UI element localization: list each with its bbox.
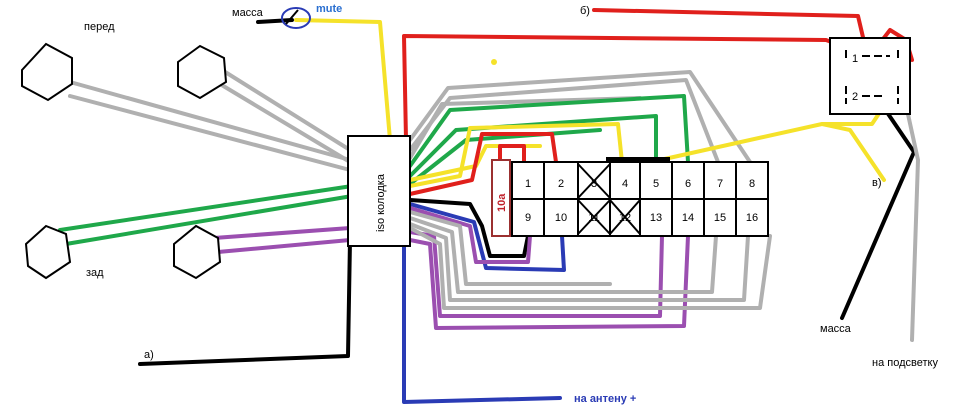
- fuse: [491, 159, 511, 237]
- connector-pin-7: 7: [717, 178, 723, 190]
- yellow-dot: [491, 59, 497, 65]
- label-a: а): [144, 349, 154, 361]
- wire-green-1: [408, 94, 690, 168]
- connector-pin-5: 5: [653, 178, 659, 190]
- connector-pin-11: 11: [588, 212, 599, 224]
- wire-gray-backlight: [902, 94, 920, 342]
- label-b: б): [580, 5, 590, 17]
- connector-pin-15: 15: [714, 212, 726, 224]
- wire-gray-bottom-3: [408, 222, 750, 302]
- cross-pin-3: [577, 163, 611, 199]
- mute-circle: [281, 7, 311, 29]
- mute-switch: [281, 7, 311, 29]
- wire-black-iso: [408, 198, 530, 258]
- connector-pin-14: 14: [682, 212, 694, 224]
- wire-yellow-mute: [294, 18, 392, 142]
- relay: 1 2: [829, 37, 911, 115]
- wire-black-ground-top: [256, 18, 294, 24]
- wire-gray-top-3: [408, 96, 642, 160]
- iso-block: [347, 135, 411, 247]
- wire-front-left-gray-1: [68, 80, 352, 162]
- label-front: перед: [84, 21, 115, 33]
- speaker-rear-right: [173, 224, 222, 280]
- wire-rear-right-purple-2: [216, 238, 352, 254]
- relay-body: [829, 37, 911, 115]
- connector-pin-13: 13: [650, 212, 662, 224]
- label-rear: зад: [86, 267, 104, 279]
- connector-pin-6: 6: [685, 178, 691, 190]
- cross-pin-12: [609, 199, 641, 235]
- relay-contacts: [845, 50, 899, 104]
- connector-pin-8: 8: [749, 178, 755, 190]
- label-ground-top: масса: [232, 7, 264, 19]
- connector-pin-3: 3: [591, 178, 597, 190]
- connector-pin-2: 2: [558, 178, 564, 190]
- label-antenna: на антену +: [574, 393, 636, 405]
- relay-pin-2: 2: [852, 91, 858, 103]
- iso-to-connector-wires: [408, 70, 772, 330]
- wire-purple-3: [408, 234, 690, 330]
- wire-blue-1: [408, 202, 566, 272]
- relay-pin-1: 1: [852, 53, 858, 65]
- fuse-label: 10а: [496, 193, 508, 212]
- connector-pin-16: 16: [746, 212, 758, 224]
- wire-yellow-relay: [658, 110, 886, 182]
- wire-purple-1: [408, 206, 532, 264]
- wire-black-relay-ground: [840, 94, 916, 320]
- connector-dividers: [543, 162, 737, 236]
- connector-pin-10: 10: [555, 212, 567, 224]
- iso-block-label: iso колодка: [375, 173, 387, 232]
- pin-labels-top: 1 2 3 4 5 6 7 8: [525, 178, 755, 190]
- wire-front-left-gray-2: [68, 94, 352, 172]
- label-backlight: на подсветку: [872, 357, 938, 369]
- connector-key: [606, 157, 670, 163]
- wire-rear-left-green-2: [64, 194, 354, 246]
- cross-pin-11: [577, 199, 611, 235]
- wire-yellow-iso-1: [408, 122, 624, 188]
- wire-front-right-gray-1: [220, 68, 352, 152]
- wire-green-2: [408, 114, 658, 178]
- label-v: в): [872, 177, 882, 189]
- pin-labels-bottom: 9 10 11 12 13 14 15 16: [525, 212, 758, 224]
- wire-red-iso: [408, 132, 558, 196]
- speaker-front-right: [177, 44, 228, 100]
- wire-rear-left-green-1: [58, 184, 354, 232]
- wire-blue-antenna: [402, 242, 562, 404]
- connector-pin-12: 12: [619, 212, 631, 224]
- speaker-rear-left: [24, 224, 72, 280]
- connector-pin-9: 9: [525, 212, 531, 224]
- mute-switch-blade: [285, 9, 299, 25]
- speaker-front-left: [21, 42, 73, 102]
- connector-pin-1: 1: [525, 178, 531, 190]
- speaker-wires: [58, 68, 354, 254]
- label-ground-right: масса: [820, 323, 852, 335]
- wire-gray-bottom-4: [408, 226, 772, 310]
- wire-black-a: [138, 238, 352, 366]
- wire-front-right-gray-2: [218, 82, 352, 164]
- connector-pin-4: 4: [622, 178, 628, 190]
- wire-rear-right-purple-1: [212, 226, 352, 240]
- wire-gray-bottom-1: [408, 210, 612, 286]
- wire-gray-bottom-2: [408, 216, 718, 294]
- wire-gray-top-1: [408, 70, 752, 164]
- label-mute: mute: [316, 3, 342, 15]
